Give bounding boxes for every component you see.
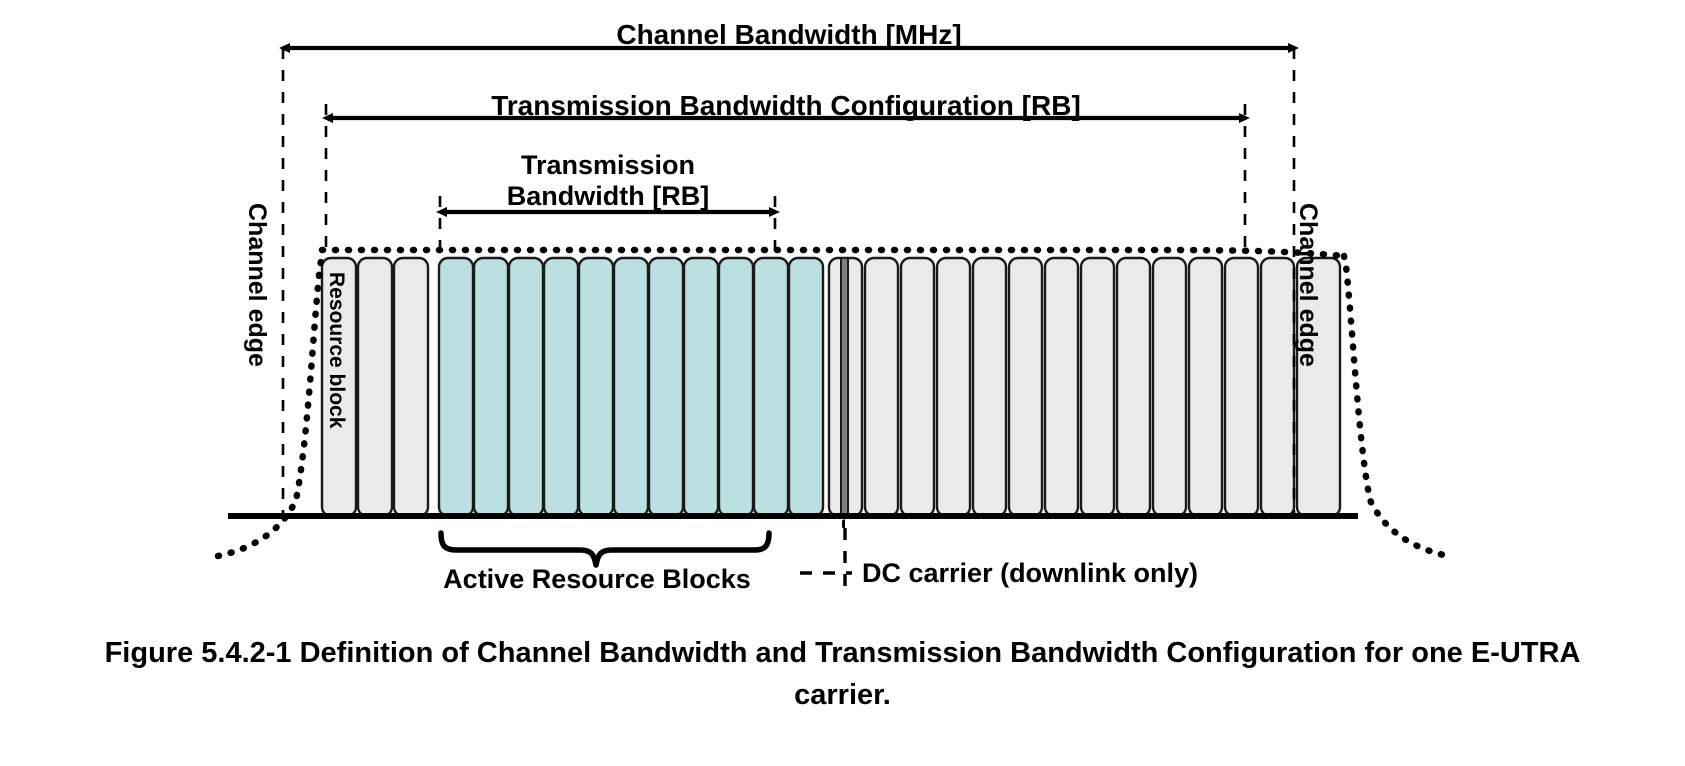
spectral-mask-left	[214, 252, 326, 560]
transmission-bandwidth-label-line2: Bandwidth [RB]	[506, 181, 710, 211]
active-resource-block	[752, 256, 790, 518]
channel-edge-right-label: Channel edge	[1294, 203, 1322, 367]
channel-bandwidth-label: Channel Bandwidth [MHz]	[616, 19, 962, 50]
active-resource-block	[437, 256, 475, 518]
active-resource-block	[647, 256, 685, 518]
figure-caption: Figure 5.4.2-1 Definition of Channel Ban…	[104, 637, 1581, 712]
resource-block	[1259, 256, 1296, 518]
transmission-bandwidth-configuration-label: Transmission Bandwidth Configuration [RB…	[491, 90, 1081, 121]
active-resource-block	[507, 256, 545, 518]
active-resource-block	[612, 256, 650, 518]
active-resource-block	[577, 256, 615, 518]
resource-blocks-group	[320, 256, 1342, 518]
resource-block	[1223, 256, 1260, 518]
active-resource-blocks-label: Active Resource Blocks	[443, 564, 751, 594]
resource-block	[356, 256, 394, 518]
resource-block	[392, 256, 430, 518]
active-resource-block	[787, 256, 825, 518]
spectral-mask-top	[318, 246, 1348, 260]
active-resource-block	[717, 256, 755, 518]
active-resource-blocks-brace	[438, 530, 772, 568]
active-resource-block	[682, 256, 720, 518]
resource-block	[1043, 256, 1080, 518]
resource-block	[1007, 256, 1044, 518]
resource-block	[1079, 256, 1116, 518]
resource-block	[971, 256, 1008, 518]
active-resource-block	[472, 256, 510, 518]
channel-edge-left-label: Channel edge	[243, 203, 271, 367]
resource-block	[863, 256, 900, 518]
resource-block	[1115, 256, 1152, 518]
resource-block	[1187, 256, 1224, 518]
dc-carrier-label: DC carrier (downlink only)	[862, 558, 1199, 588]
active-resource-block	[542, 256, 580, 518]
resource-block	[899, 256, 936, 518]
resource-block	[1151, 256, 1188, 518]
spectral-mask-right	[1340, 252, 1452, 560]
resource-block	[935, 256, 972, 518]
resource-block-label: Resource block	[325, 272, 348, 429]
dc-carrier-strip	[840, 257, 849, 517]
transmission-bandwidth-label-line1: Transmission	[520, 150, 696, 180]
